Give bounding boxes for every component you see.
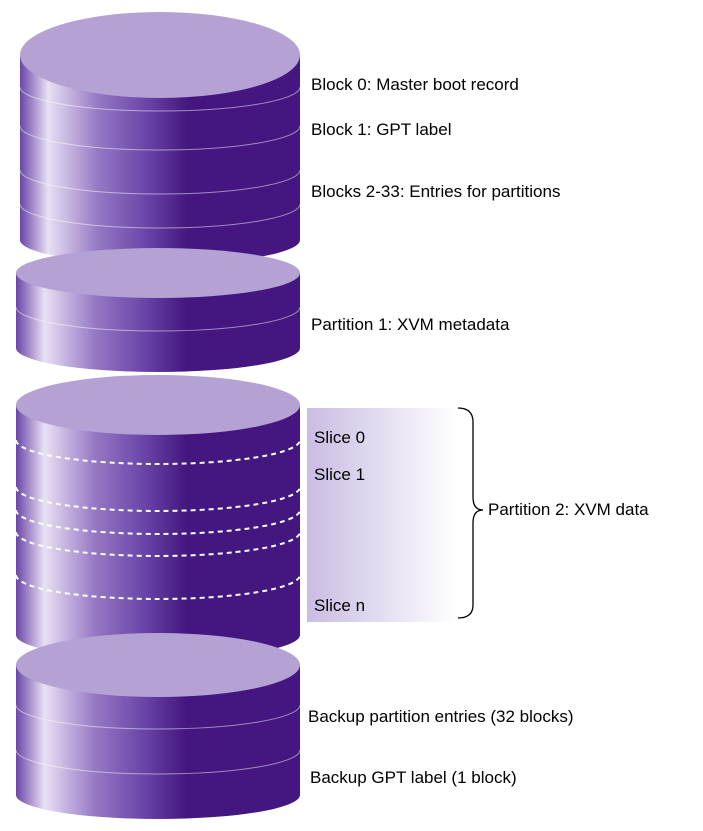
label-block0: Block 0: Master boot record (311, 75, 519, 94)
label-partition1: Partition 1: XVM metadata (311, 315, 510, 334)
label-backup-gpt: Backup GPT label (1 block) (310, 768, 517, 787)
disk-section-partition2 (15, 375, 457, 659)
label-partition2: Partition 2: XVM data (488, 500, 649, 519)
block-divider (15, 306, 301, 332)
block-divider (15, 749, 301, 775)
label-slicen: Slice n (314, 596, 366, 615)
slice-label-panel (307, 408, 457, 622)
label-slice0: Slice 0 (314, 428, 366, 447)
block-divider (19, 86, 301, 112)
block-divider (15, 704, 301, 730)
cylinder-body (16, 405, 300, 659)
block-divider (19, 203, 301, 229)
cylinder-body (20, 55, 300, 264)
label-backup-entries: Backup partition entries (32 blocks) (308, 707, 574, 726)
slice-divider (15, 439, 301, 465)
slice-divider (15, 486, 301, 512)
label-block1: Block 1: GPT label (311, 120, 452, 139)
cylinder-body (16, 665, 300, 819)
disk-section-backup (15, 633, 301, 819)
cylinder-top (16, 375, 300, 435)
slice-divider (15, 574, 301, 600)
cylinder-top (16, 248, 300, 298)
cylinder-top (20, 12, 300, 98)
block-divider (19, 169, 301, 195)
disk-section-header (19, 12, 301, 264)
label-slice1: Slice 1 (314, 465, 366, 484)
disk-section-partition1 (15, 248, 301, 372)
cylinder-body (16, 273, 300, 372)
slice-divider (15, 531, 301, 557)
slice-divider (15, 509, 301, 535)
partition2-bracket (457, 407, 484, 619)
block-divider (19, 125, 301, 151)
cylinder-top (16, 633, 300, 697)
label-blocks2-33: Blocks 2-33: Entries for partitions (311, 182, 561, 201)
